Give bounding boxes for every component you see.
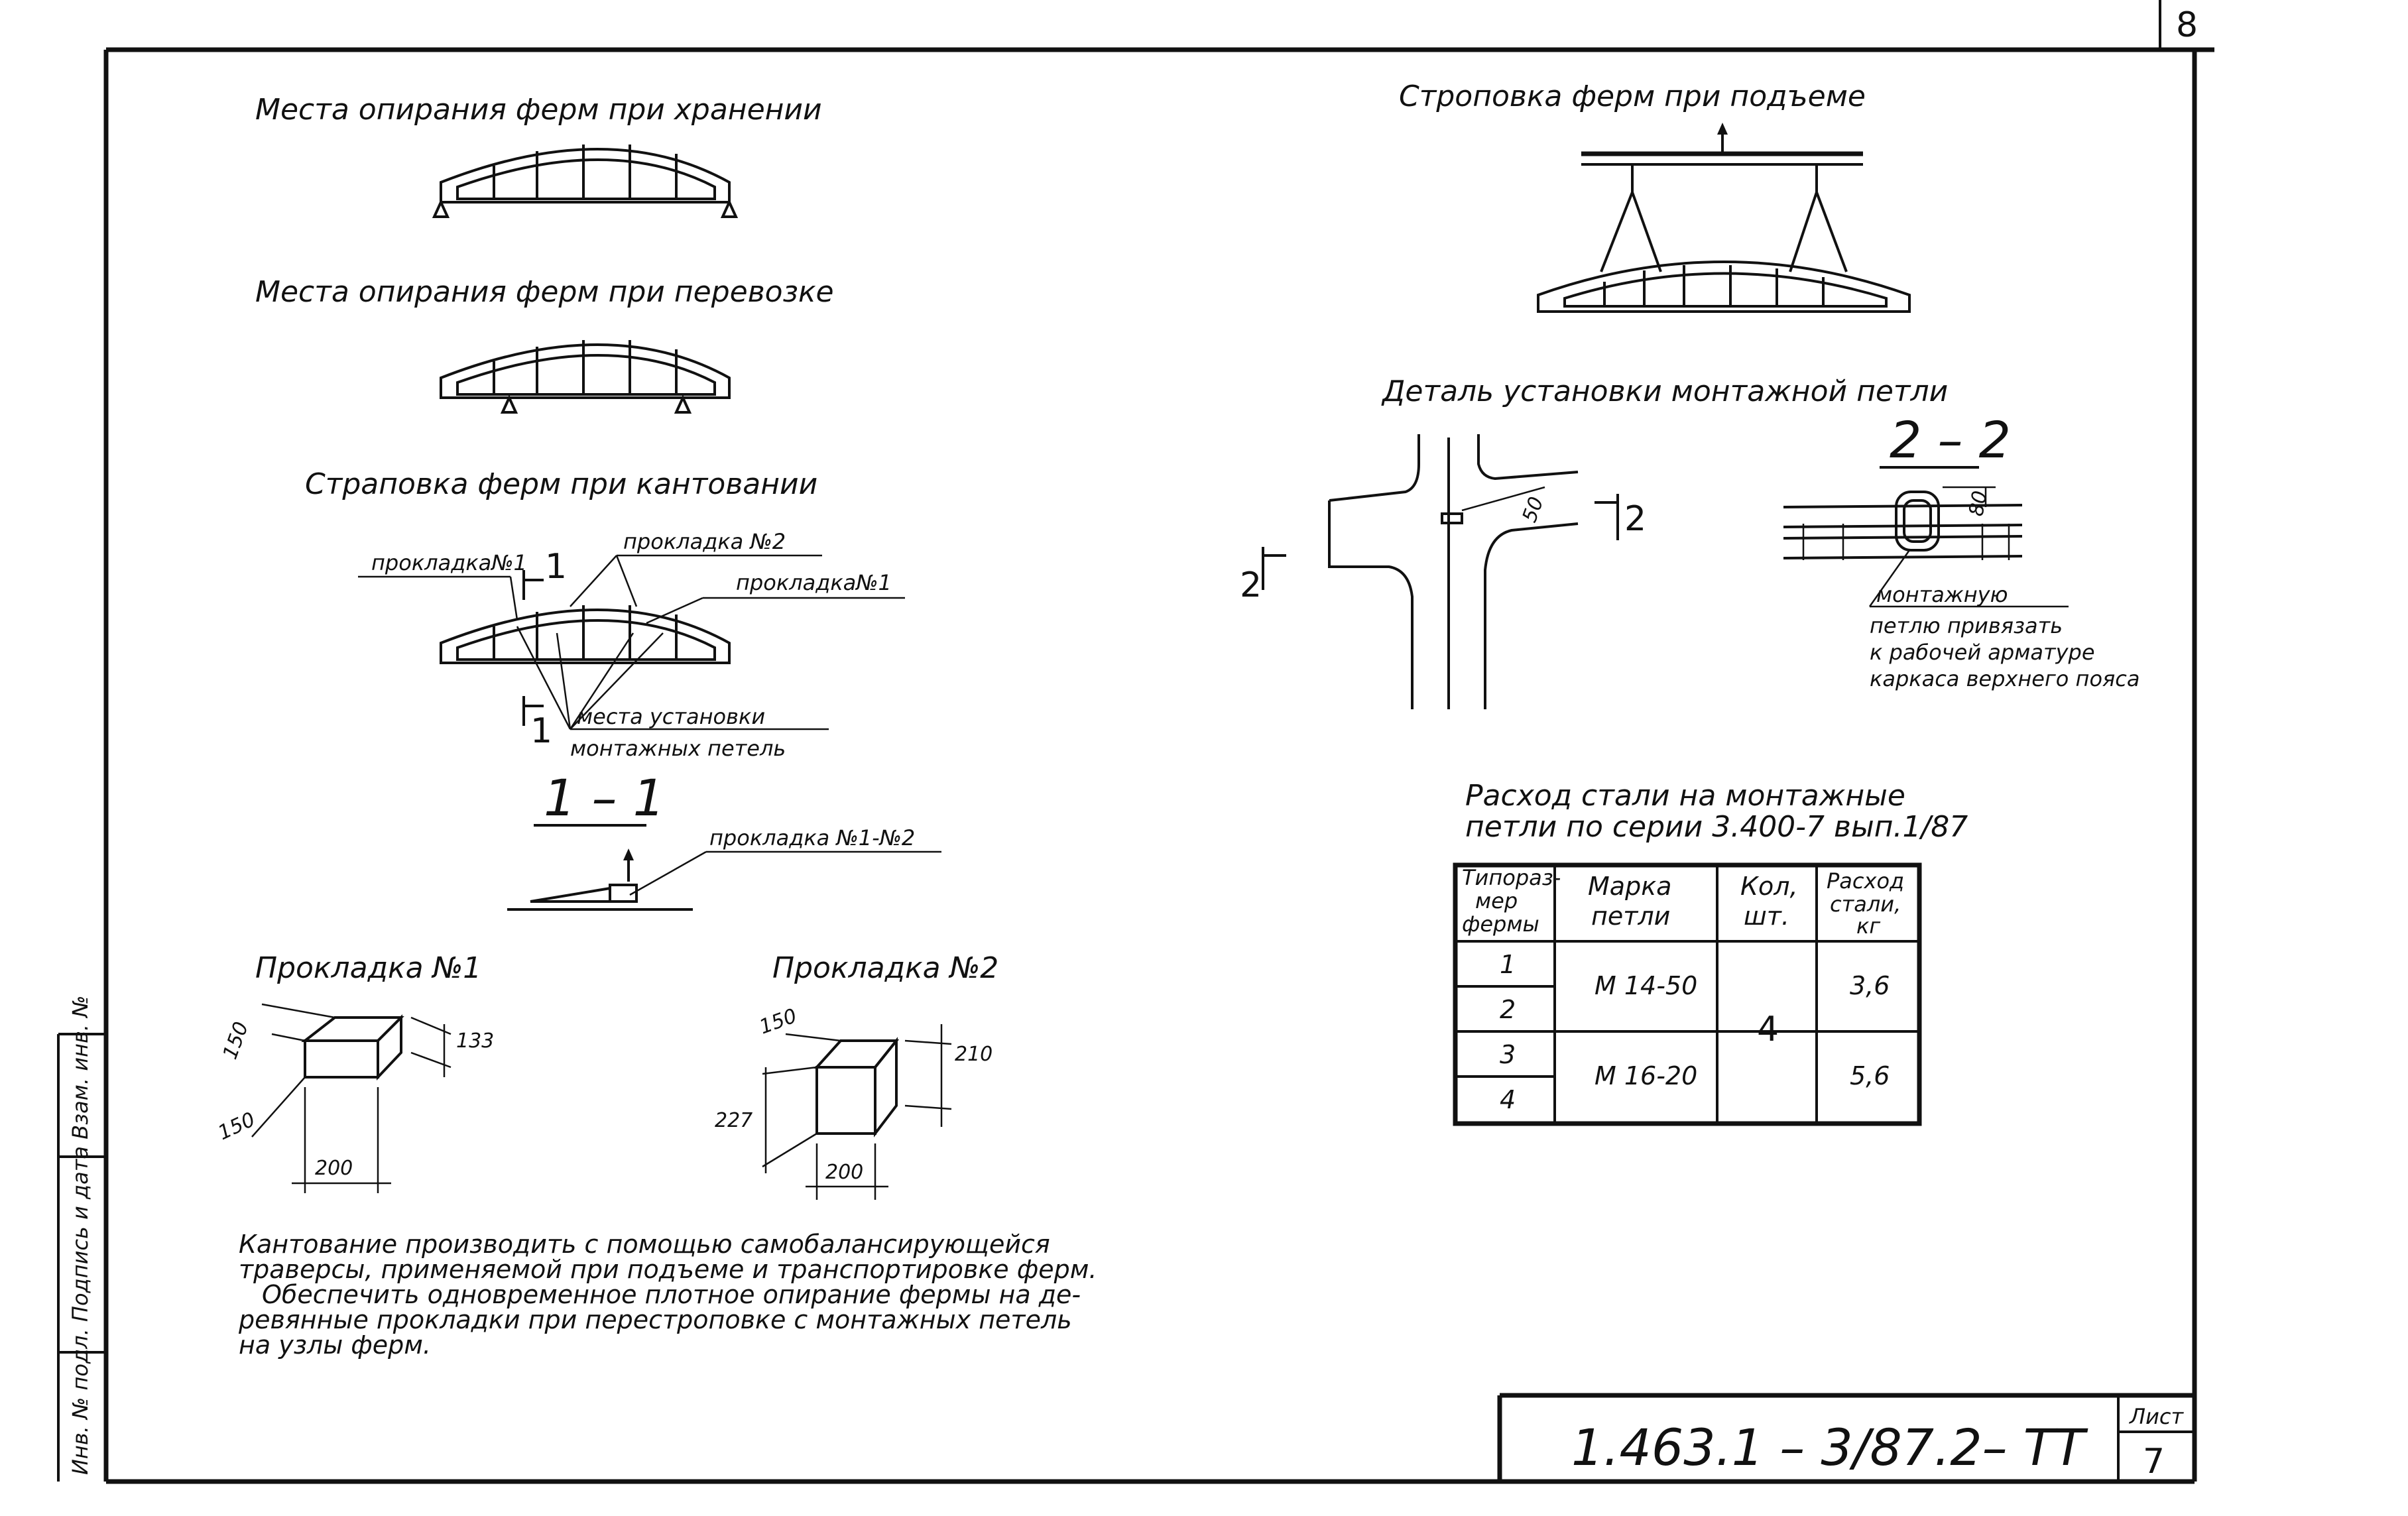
side-strip-text: Инв. № подл. Подпись и дата Взам. инв. № [68, 996, 93, 1475]
section-2-2-diagram [1783, 486, 2069, 608]
detail-section-mark-right: 2 [1624, 499, 1646, 539]
transport-title: Места опирания ферм при перевозке [255, 275, 834, 309]
table-row-size-1: 1 [1500, 950, 1516, 979]
note-line-1: Кантование производить с помощью самобал… [239, 1230, 1050, 1259]
note-line-3: Обеспечить одновременное плотное опирани… [262, 1280, 1081, 1309]
tilting-section-mark-bottom: 1 [530, 711, 552, 751]
sheet-frame [103, 0, 2214, 1484]
note-line-2: траверсы, применяемой при подъеме и тран… [239, 1255, 1097, 1284]
pad1-dim-b: 150 [215, 1108, 259, 1145]
table-h2-line2: петли [1591, 902, 1670, 931]
table-qty: 4 [1757, 1010, 1779, 1049]
pad2-dim-a: 150 [756, 1004, 800, 1039]
detail-title: Деталь установки монтажной петли [1381, 375, 1948, 408]
table-h3-line2: шт. [1744, 902, 1789, 931]
table-h2-line1: Марка [1588, 872, 1671, 901]
section-1-1-pad-label: прокладка №1-№2 [709, 825, 915, 850]
pad2-title: Прокладка №2 [772, 951, 998, 985]
note-line-5: на узлы ферм. [239, 1330, 431, 1360]
table-h4-line3: кг [1856, 913, 1880, 939]
table-h3-line1: Кол, [1740, 872, 1798, 901]
detail-section-mark-left: 2 [1240, 565, 1262, 605]
table-h4-line2: стали, [1830, 892, 1901, 917]
pad1-dim-a: 150 [219, 1019, 253, 1063]
section-1-1-diagram [507, 848, 941, 911]
stamp-sheet-number: 7 [2143, 1442, 2165, 1482]
loop-detail-diagram [1262, 434, 1619, 709]
pad2-dim-b: 227 [715, 1109, 752, 1132]
tilting-section-mark-top: 1 [545, 547, 567, 587]
lifting-title: Строповка ферм при подъеме [1399, 80, 1866, 113]
notes-block: Кантование производить с помощью самобал… [238, 1230, 1097, 1360]
truss-storage-diagram [432, 145, 739, 218]
truss-tilting-diagram [358, 554, 905, 730]
tilting-title: Страповка ферм при кантовании [305, 467, 817, 501]
table-row-size-4: 4 [1500, 1085, 1516, 1114]
storage-title: Места опирания ферм при хранении [255, 93, 822, 127]
note-line-4: ревянные прокладки при перестроповке с м… [238, 1305, 1072, 1334]
pad2-dim-h: 210 [955, 1043, 993, 1066]
pad1-title: Прокладка №1 [255, 951, 481, 985]
pad2-block-diagram [762, 1024, 952, 1200]
pad1-dim-h: 133 [456, 1029, 494, 1053]
table-row-size-2: 2 [1500, 995, 1516, 1024]
truss-transport-diagram [440, 340, 731, 414]
table-h1-line3: фермы [1462, 911, 1539, 937]
stamp-designation: 1.463.1 – 3/87.2– ТТ [1571, 1418, 2088, 1477]
tilting-pad2-label: прокладка №2 [623, 529, 786, 554]
table-title-line1: Расход стали на монтажные [1465, 779, 1905, 813]
table-mass-2: 5,6 [1850, 1061, 1890, 1090]
stamp-sheet-label: Лист [2129, 1404, 2184, 1429]
tilting-pad1-left-label: прокладка№1 [371, 550, 527, 575]
tilting-pad1-right-label: прокладка№1 [736, 570, 892, 595]
table-title-line2: петли по серии 3.400-7 вып.1/87 [1465, 810, 1968, 844]
section-2-2-title: 2 – 2 [1890, 410, 2011, 469]
steel-table [1453, 862, 1922, 1126]
pad2-dim-w: 200 [825, 1161, 863, 1184]
detail-dim: 50 [1518, 494, 1549, 526]
top-page-number: 8 [2176, 5, 2198, 45]
pad1-dim-w: 200 [315, 1157, 353, 1180]
section-2-2-dim: 80 [1964, 489, 1992, 518]
section-2-2-note-line2: петлю привязать [1870, 613, 2063, 638]
table-row-size-3: 3 [1500, 1040, 1516, 1069]
section-2-2-note-line1: монтажную [1876, 582, 2008, 607]
table-h4-line1: Расход [1827, 868, 1904, 894]
table-mark-2: М 16-20 [1595, 1061, 1697, 1090]
title-stamp: 1.463.1 – 3/87.2– ТТ Лист 7 [1497, 1393, 2195, 1482]
truss-lifting-diagram [1537, 123, 1911, 313]
section-2-2-note-line3: к рабочей арматуре [1870, 640, 2095, 665]
pad1-block-diagram [251, 1003, 452, 1193]
table-h1-line1: Типораз- [1462, 865, 1561, 890]
tilting-places-line2: монтажных петель [570, 736, 786, 761]
table-mass-1: 3,6 [1850, 971, 1890, 1000]
section-1-1-title: 1 – 1 [544, 768, 665, 827]
table-h1-line2: мер [1475, 888, 1518, 913]
side-binding-strip: Инв. № подл. Подпись и дата Взам. инв. № [57, 996, 106, 1482]
tilting-places-line1: места установки [577, 704, 765, 729]
table-mark-1: М 14-50 [1595, 971, 1697, 1000]
section-2-2-note-line4: каркаса верхнего пояса [1870, 666, 2139, 691]
